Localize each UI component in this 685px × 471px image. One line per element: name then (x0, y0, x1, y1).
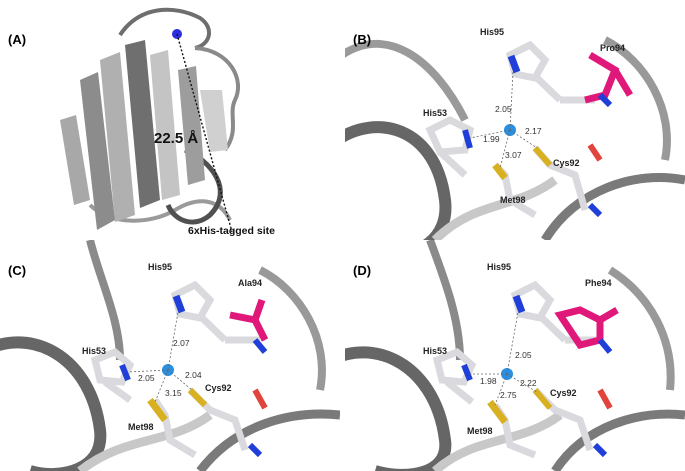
residue-label-pro94: Pro94 (600, 43, 625, 53)
residue-label-his53: His53 (423, 346, 447, 356)
residue-label-phe94: Phe94 (585, 278, 612, 288)
distance-label: 2.07 (173, 338, 190, 348)
active-site-render (0, 240, 340, 471)
residue-label-met98: Met98 (500, 195, 526, 205)
residue-label-his95: His95 (487, 262, 511, 272)
distance-label: 2.75 (500, 390, 517, 400)
residue-label-ala94: Ala94 (238, 278, 262, 288)
residue-label-cys92: Cys92 (205, 383, 232, 393)
panel-label: (B) (353, 32, 371, 47)
residue-label-cys92: Cys92 (553, 158, 580, 168)
panel-b: (B) His95 Pro94 His53 Cys92 Met98 2.05 1… (345, 0, 685, 240)
protein-fold-cartoon (0, 0, 340, 240)
panel-label: (A) (8, 32, 26, 47)
residue-label-cys92: Cys92 (550, 388, 577, 398)
panel-label: (D) (353, 263, 371, 278)
distance-label: 1.98 (480, 376, 497, 386)
site-label: 6xHis-tagged site (188, 225, 275, 237)
distance-label: 1.99 (483, 134, 500, 144)
distance-label: 22.5 Å (154, 130, 198, 147)
panel-d: (D) His95 Phe94 His53 Cys92 Met98 2.05 1… (345, 240, 685, 471)
distance-label: 2.04 (185, 370, 202, 380)
distance-label: 3.15 (165, 388, 182, 398)
residue-label-his53: His53 (423, 108, 447, 118)
residue-label-his53: His53 (82, 346, 106, 356)
distance-label: 2.22 (520, 378, 537, 388)
distance-label: 2.05 (138, 373, 155, 383)
residue-label-his95: His95 (148, 262, 172, 272)
panel-c: (C) His95 Ala94 His53 Cys92 Met98 2.07 2… (0, 240, 340, 471)
residue-label-met98: Met98 (467, 426, 493, 436)
panel-a: (A) 22.5 Å 6xHis-tagged site (0, 0, 340, 240)
distance-label: 2.17 (525, 126, 542, 136)
distance-label: 3.07 (505, 150, 522, 160)
panel-label: (C) (8, 263, 26, 278)
distance-label: 2.05 (515, 350, 532, 360)
residue-label-his95: His95 (480, 27, 504, 37)
residue-label-met98: Met98 (128, 422, 154, 432)
distance-label: 2.05 (495, 104, 512, 114)
